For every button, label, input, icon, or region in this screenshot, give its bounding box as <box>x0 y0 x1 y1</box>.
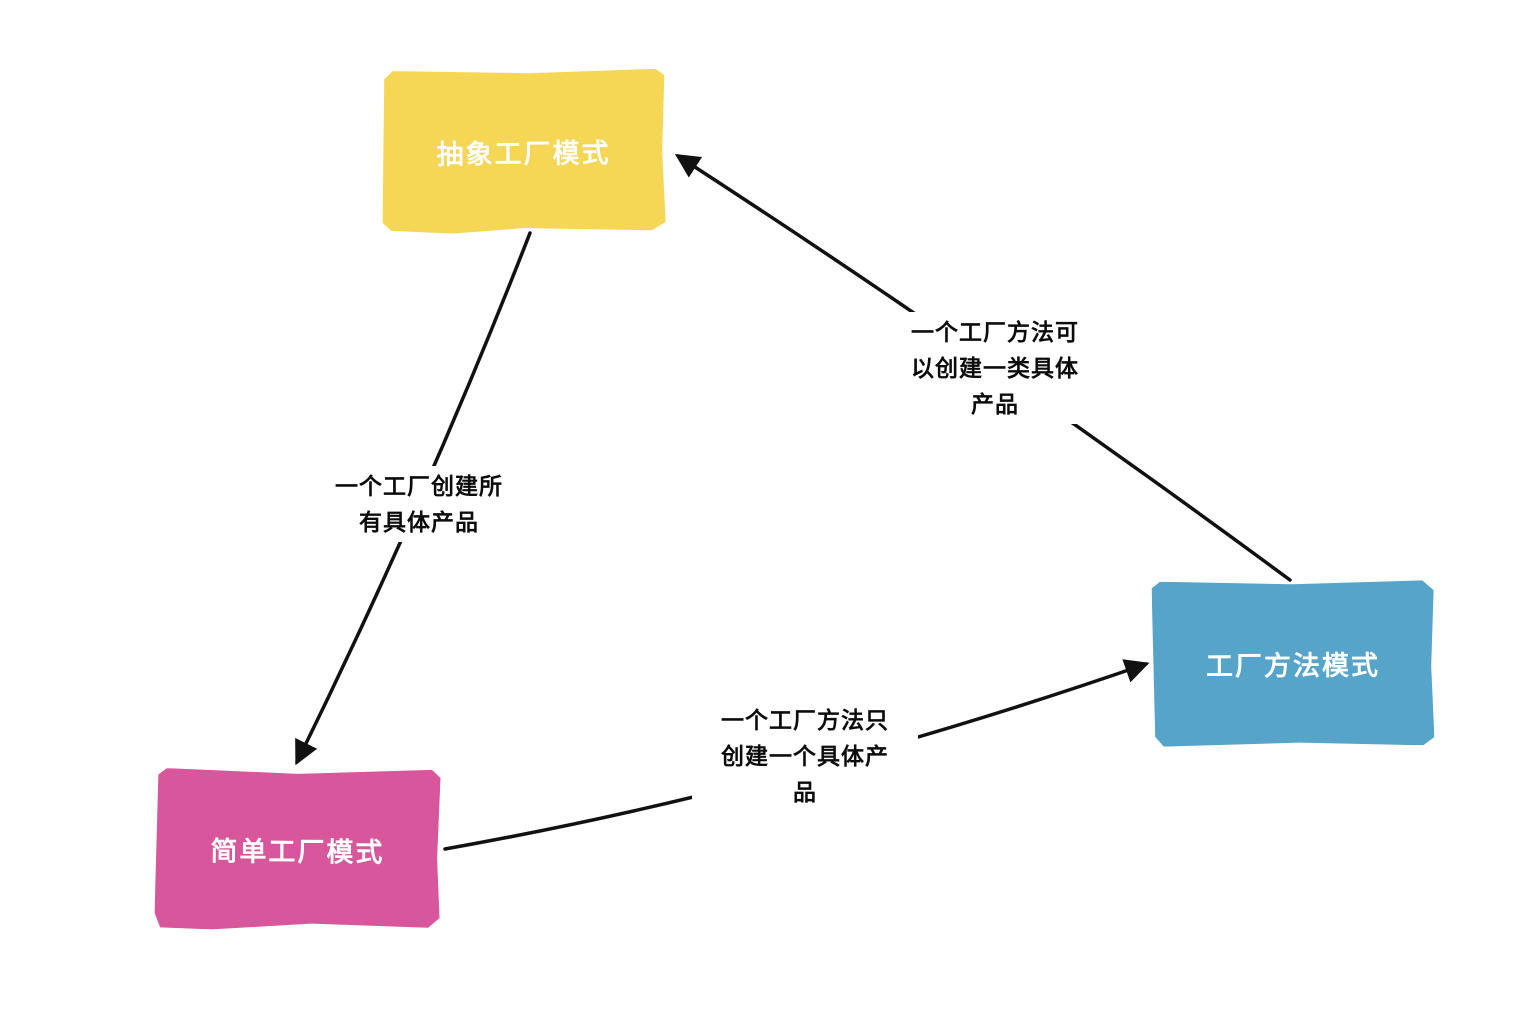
edge-label-abstract-to-simple: 一个工厂创建所 有具体产品 <box>305 466 533 542</box>
edge-label-line: 有具体产品 <box>359 509 479 535</box>
node-factory-method: 工厂方法模式 <box>1152 580 1435 746</box>
edge-label-line: 一个工厂方法可 <box>911 319 1079 345</box>
edge-label-line: 一个工厂方法只 <box>721 707 889 733</box>
node-simple-factory: 简单工厂模式 <box>154 768 440 931</box>
edge-label-line: 产品 <box>971 391 1019 417</box>
node-abstract-factory-label: 抽象工厂模式 <box>436 138 611 170</box>
node-abstract-factory: 抽象工厂模式 <box>381 69 665 234</box>
node-simple-factory-label: 简单工厂模式 <box>210 836 385 868</box>
edge-label-simple-to-factorymethod: 一个工厂方法只 创建一个具体产 品 <box>692 700 918 812</box>
edge-label-line: 创建一个具体产 <box>721 743 889 769</box>
edge-label-line: 一个工厂创建所 <box>335 473 503 499</box>
edge-label-factorymethod-to-abstract: 一个工厂方法可 以创建一类具体 产品 <box>878 312 1112 424</box>
edge-label-line: 以创建一类具体 <box>911 355 1079 381</box>
node-factory-method-label: 工厂方法模式 <box>1205 650 1381 682</box>
edge-label-line: 品 <box>793 779 817 805</box>
